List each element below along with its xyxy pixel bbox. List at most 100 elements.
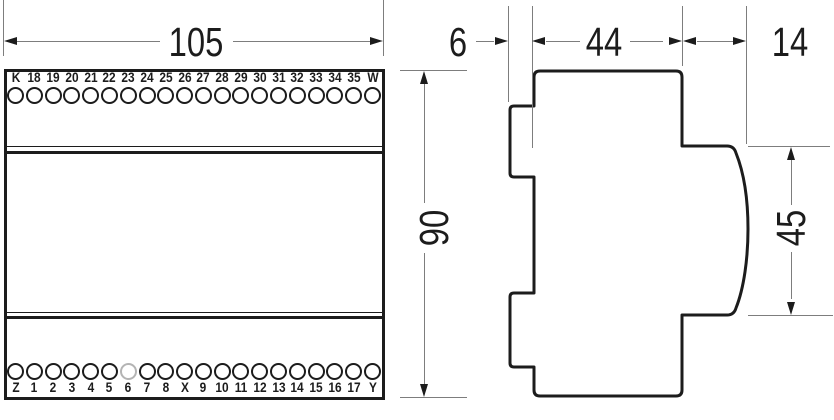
terminal-label: X (180, 379, 189, 395)
ext-line-105-left (3, 0, 4, 56)
dim-arrow-left-14 (683, 37, 696, 45)
dim-line-45-b (791, 252, 792, 299)
dim-arrow-down-90 (420, 384, 428, 397)
ext-line-45-top (748, 146, 830, 147)
terminal-label: 29 (234, 69, 248, 85)
dim-line-105-a (17, 41, 160, 42)
terminal-circle (345, 363, 363, 380)
terminal-label: 4 (87, 379, 94, 395)
dim-value-90: 90 (411, 209, 457, 247)
terminal-label: 13 (271, 379, 286, 395)
terminal-circle (251, 363, 269, 380)
dim-arrow-up-90 (420, 71, 428, 84)
terminal-circle (345, 87, 363, 104)
terminal-label: 24 (140, 69, 154, 85)
terminal-label: 7 (143, 379, 151, 395)
terminal-label: 15 (309, 379, 323, 395)
terminal-circle (326, 87, 344, 104)
terminal-circle (270, 87, 288, 104)
dim-arrow-down-45 (787, 302, 795, 315)
terminal-circle (138, 87, 156, 104)
dim-arrow-6 (495, 37, 508, 45)
terminal-circle (364, 363, 381, 380)
terminal-circle (100, 87, 118, 104)
dim-value-105: 105 (168, 19, 224, 65)
terminal-circle (176, 363, 194, 380)
terminal-circle (213, 87, 231, 104)
dim-line-44-b (630, 41, 663, 42)
terminal-circle (44, 363, 62, 380)
front-top-strip-line (7, 146, 382, 147)
terminal-label: 31 (271, 69, 286, 85)
dim-line-44-a (546, 41, 580, 42)
dim-arrow-left-44 (532, 37, 545, 45)
terminal-label: 6 (124, 379, 132, 395)
terminal-circle (7, 87, 24, 104)
dim-arrow-left-105 (4, 37, 17, 45)
terminal-circle (232, 87, 250, 104)
ext-line-14-right (746, 6, 747, 144)
terminal-label: W (366, 69, 379, 85)
terminal-circle (82, 87, 100, 104)
terminal-label: 26 (177, 69, 192, 85)
terminal-circle (100, 363, 118, 380)
terminal-circle (213, 363, 231, 380)
terminal-label: 1 (30, 379, 38, 395)
ext-line-44-right (682, 6, 683, 66)
terminal-circle (157, 87, 175, 104)
dim-arrow-up-45 (787, 147, 795, 160)
dim-value-44: 44 (585, 19, 623, 65)
terminal-circle (270, 363, 288, 380)
terminal-label: 30 (253, 69, 267, 85)
terminal-label: Z (11, 379, 20, 395)
terminal-circle (157, 363, 175, 380)
terminal-circle (307, 87, 325, 104)
terminal-label: K (11, 69, 20, 85)
terminal-label: 35 (347, 69, 361, 85)
terminal-circle (364, 87, 381, 104)
terminal-label: Y (368, 379, 377, 395)
dim-arrow-right-44 (669, 37, 682, 45)
front-upper-divider (7, 151, 382, 154)
terminal-label: 12 (253, 379, 267, 395)
terminal-circle (25, 363, 43, 380)
terminal-circle (44, 87, 62, 104)
terminal-circle (119, 87, 137, 104)
terminal-label: 22 (102, 69, 117, 85)
dim-line-90-a (424, 84, 425, 203)
front-lower-divider (7, 316, 382, 319)
terminal-label: 3 (68, 379, 76, 395)
dim-value-6: 6 (448, 19, 468, 65)
terminal-circle (288, 363, 306, 380)
terminal-label: 16 (328, 379, 342, 395)
terminal-circle (63, 87, 81, 104)
terminal-circle (138, 363, 156, 380)
ext-line-44-left (532, 6, 533, 148)
front-bottom-strip-line (7, 312, 382, 313)
terminal-label: 20 (65, 69, 79, 85)
terminal-label: 2 (49, 379, 57, 395)
front-view-outline (4, 69, 385, 400)
terminal-label: 27 (196, 69, 211, 85)
ext-line-90-bottom (400, 397, 467, 398)
terminal-circle (288, 87, 306, 104)
terminal-circle (326, 363, 344, 380)
terminal-circle (63, 363, 81, 380)
terminal-label: 8 (162, 379, 170, 395)
terminal-circle (82, 363, 100, 380)
ext-line-45-bottom (748, 315, 833, 316)
terminal-label: 10 (215, 379, 229, 395)
terminal-label: 14 (290, 379, 304, 395)
dim-line-105-b (233, 41, 370, 42)
ext-line-105-right (383, 0, 384, 56)
terminal-label: 21 (84, 69, 98, 85)
dim-arrow-right-105 (370, 37, 383, 45)
terminal-circle (7, 363, 24, 380)
terminal-circle (176, 87, 194, 104)
ext-line-90-top (400, 70, 467, 71)
ext-line-6 (508, 6, 509, 102)
dim-arrow-right-14 (733, 37, 746, 45)
terminal-label: 34 (328, 69, 342, 85)
terminal-label: 5 (106, 379, 113, 395)
